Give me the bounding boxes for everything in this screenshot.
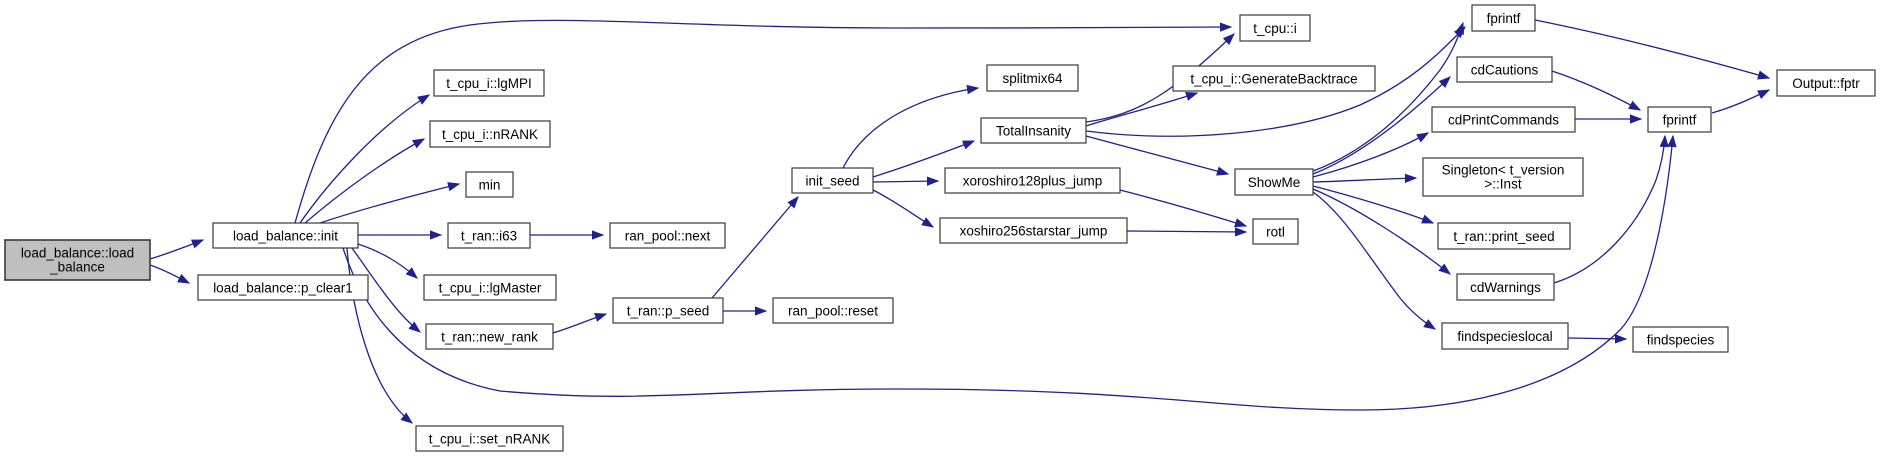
edge-init-to-set_nRANK — [346, 247, 414, 424]
node-i63[interactable]: t_ran::i63 — [447, 222, 531, 249]
edge-TotalInsanity-to-ShowMe — [1085, 135, 1230, 176]
node-nRANK[interactable]: t_cpu_i::nRANK — [429, 120, 551, 148]
node-lgMPI[interactable]: t_cpu_i::lgMPI — [433, 69, 545, 97]
edge-ShowMe-to-fprintf1 — [1312, 21, 1464, 172]
edge-ShowMe-to-cdCautions — [1312, 76, 1451, 175]
edge-init_seed-to-TotalInsanity — [872, 140, 976, 178]
edge-xoroshiro128plus_jump-to-rotl — [1119, 189, 1248, 228]
node-findspecieslocal[interactable]: findspecieslocal — [1441, 322, 1569, 350]
edge-init-to-new_rank — [351, 247, 422, 333]
node-splitmix64[interactable]: splitmix64 — [986, 64, 1079, 92]
edge-init-to-fprintf2 — [342, 134, 1677, 411]
edge-ShowMe-to-SingletonInst — [1312, 173, 1418, 183]
edge-ShowMe-to-print_seed — [1312, 185, 1435, 224]
edge-fprintf1-to-fptr — [1534, 19, 1771, 80]
edge-init-to-nRANK — [304, 138, 426, 224]
edge-init-to-lgMaster — [357, 243, 418, 279]
edge-init_seed-to-xoroshiro128plus_jump — [872, 176, 940, 186]
edge-init-to-min — [319, 182, 461, 224]
edge-p_seed-to-init_seed — [711, 196, 799, 299]
edge-TotalInsanity-to-fprintf1 — [1085, 26, 1466, 137]
edge-cdWarnings-to-fprintf2 — [1553, 134, 1669, 284]
edge-TotalInsanity-to-GenerateBacktrace — [1085, 92, 1199, 127]
edge-findspecieslocal-to-findspecies — [1567, 334, 1628, 344]
node-set_nRANK[interactable]: t_cpu_i::set_nRANK — [415, 425, 564, 452]
edge-init_seed-to-splitmix64 — [842, 84, 980, 169]
edge-init_seed-to-xoshiro256starstar_jump — [872, 189, 935, 228]
edge-xoshiro256starstar_jump-to-rotl — [1126, 227, 1248, 237]
edge-init-to-t_cpu_i — [294, 19, 1233, 224]
node-fptr[interactable]: Output::fptr — [1776, 69, 1876, 97]
node-init_seed[interactable]: init_seed — [791, 167, 874, 194]
edge-init-to-lgMPI — [299, 94, 431, 224]
node-cdPrintCommands[interactable]: cdPrintCommands — [1431, 106, 1576, 133]
edge-ShowMe-to-findspecieslocal — [1312, 191, 1437, 330]
node-lgMaster[interactable]: t_cpu_i::lgMaster — [423, 274, 557, 301]
edge-TotalInsanity-to-t_cpu_i — [1085, 33, 1235, 123]
node-min[interactable]: min — [465, 171, 514, 198]
node-TotalInsanity[interactable]: TotalInsanity — [980, 117, 1087, 144]
node-print_seed[interactable]: t_ran::print_seed — [1437, 222, 1571, 250]
node-rotl[interactable]: rotl — [1252, 218, 1299, 245]
node-xoroshiro128plus_jump[interactable]: xoroshiro128plus_jump — [944, 167, 1121, 194]
node-ShowMe[interactable]: ShowMe — [1234, 168, 1314, 196]
node-new_rank[interactable]: t_ran::new_rank — [425, 323, 554, 350]
node-load_balance[interactable]: load_balance::load_balance — [4, 239, 151, 281]
node-p_clear1[interactable]: load_balance::p_clear1 — [197, 274, 369, 301]
node-SingletonInst[interactable]: Singleton< t_version>::Inst — [1422, 157, 1584, 197]
node-t_cpu_i[interactable]: t_cpu::i — [1239, 14, 1311, 42]
node-xoshiro256starstar_jump[interactable]: xoshiro256starstar_jump — [939, 217, 1128, 244]
node-cdCautions[interactable]: cdCautions — [1456, 56, 1553, 83]
node-findspecies[interactable]: findspecies — [1632, 326, 1729, 353]
edge-new_rank-to-p_seed — [552, 313, 608, 334]
node-init[interactable]: load_balance::init — [212, 222, 359, 249]
node-p_seed[interactable]: t_ran::p_seed — [612, 297, 724, 324]
node-reset[interactable]: ran_pool::reset — [772, 297, 894, 324]
node-cdWarnings[interactable]: cdWarnings — [1456, 273, 1555, 301]
edge-cdCautions-to-fprintf2 — [1551, 70, 1642, 111]
edge-load_balance-to-p_clear1 — [149, 264, 191, 284]
node-fprintf1[interactable]: fprintf — [1471, 4, 1536, 32]
node-fprintf2[interactable]: fprintf — [1647, 106, 1712, 133]
edge-ShowMe-to-cdWarnings — [1312, 188, 1452, 275]
edge-fprintf2-to-fptr — [1711, 89, 1771, 114]
node-GenerateBacktrace[interactable]: t_cpu_i::GenerateBacktrace — [1172, 65, 1376, 92]
node-next[interactable]: ran_pool::next — [609, 222, 726, 249]
edge-load_balance-to-init — [149, 239, 205, 260]
edge-ShowMe-to-cdPrintCommands — [1312, 132, 1430, 178]
